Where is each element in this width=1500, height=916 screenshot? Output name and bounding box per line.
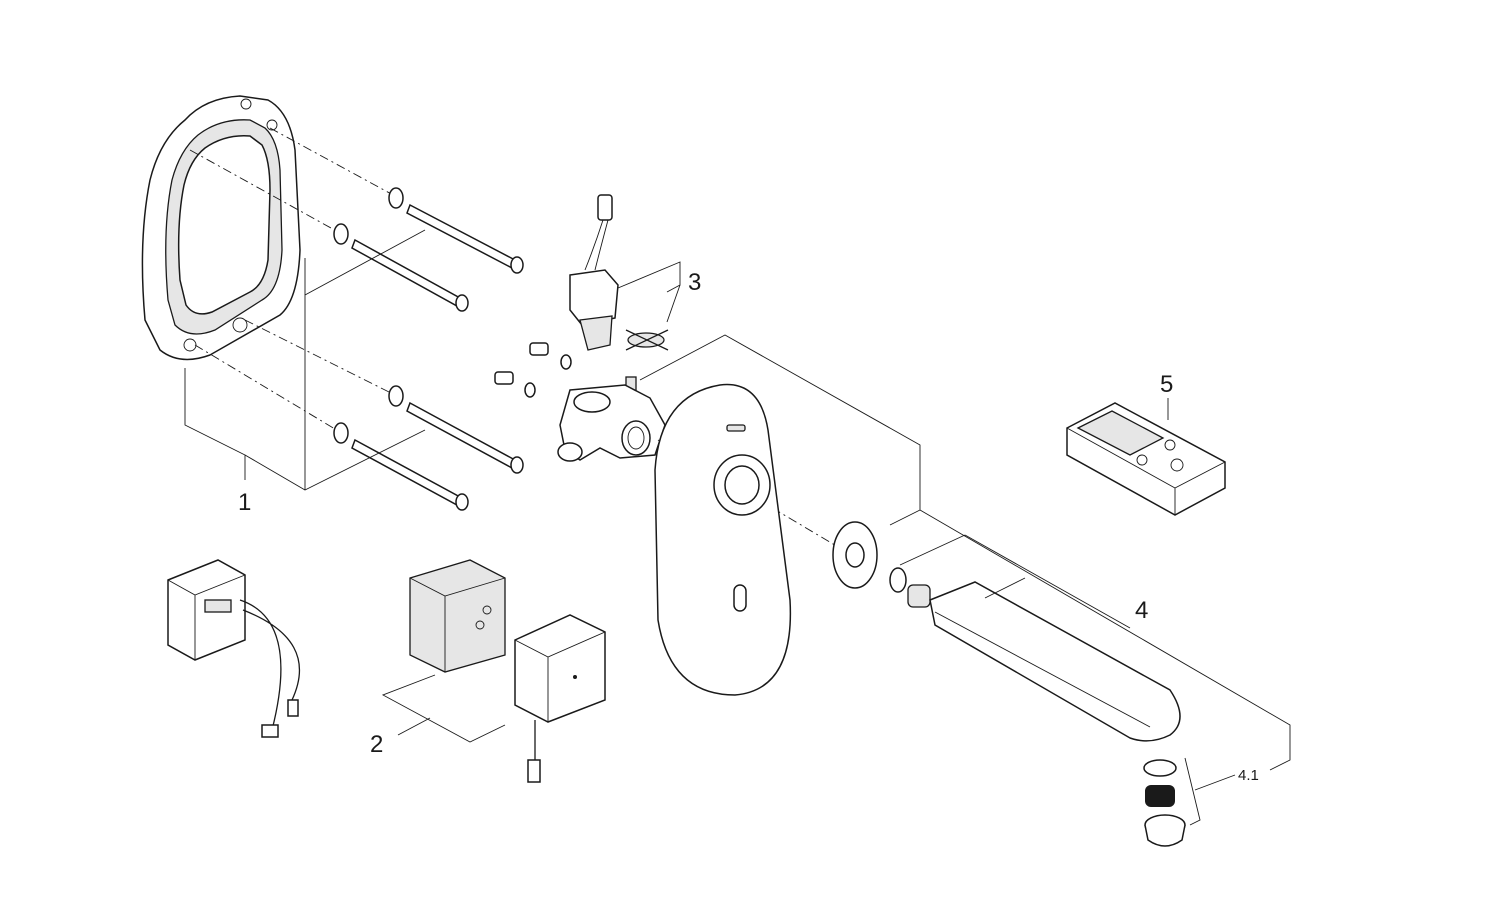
power-supply-unit	[167, 559, 301, 738]
not-included-symbol	[625, 329, 669, 351]
aerator-set	[1143, 759, 1186, 847]
remote-control	[1066, 402, 1226, 516]
callout-4-1: 4.1	[1238, 767, 1259, 784]
callout-4: 4	[1135, 597, 1148, 624]
screws	[333, 187, 524, 511]
callout-5: 5	[1160, 371, 1173, 398]
o-ring	[889, 567, 907, 593]
solenoid-valve	[569, 194, 619, 351]
callout-3: 3	[688, 269, 701, 296]
callout-1: 1	[238, 489, 251, 516]
spout	[907, 581, 1181, 742]
cover-plate	[654, 383, 792, 696]
mounting-frame	[141, 95, 301, 361]
battery-housing	[409, 559, 606, 783]
callout-2: 2	[370, 731, 383, 758]
small-screws	[494, 342, 637, 398]
valve-body	[557, 384, 666, 462]
